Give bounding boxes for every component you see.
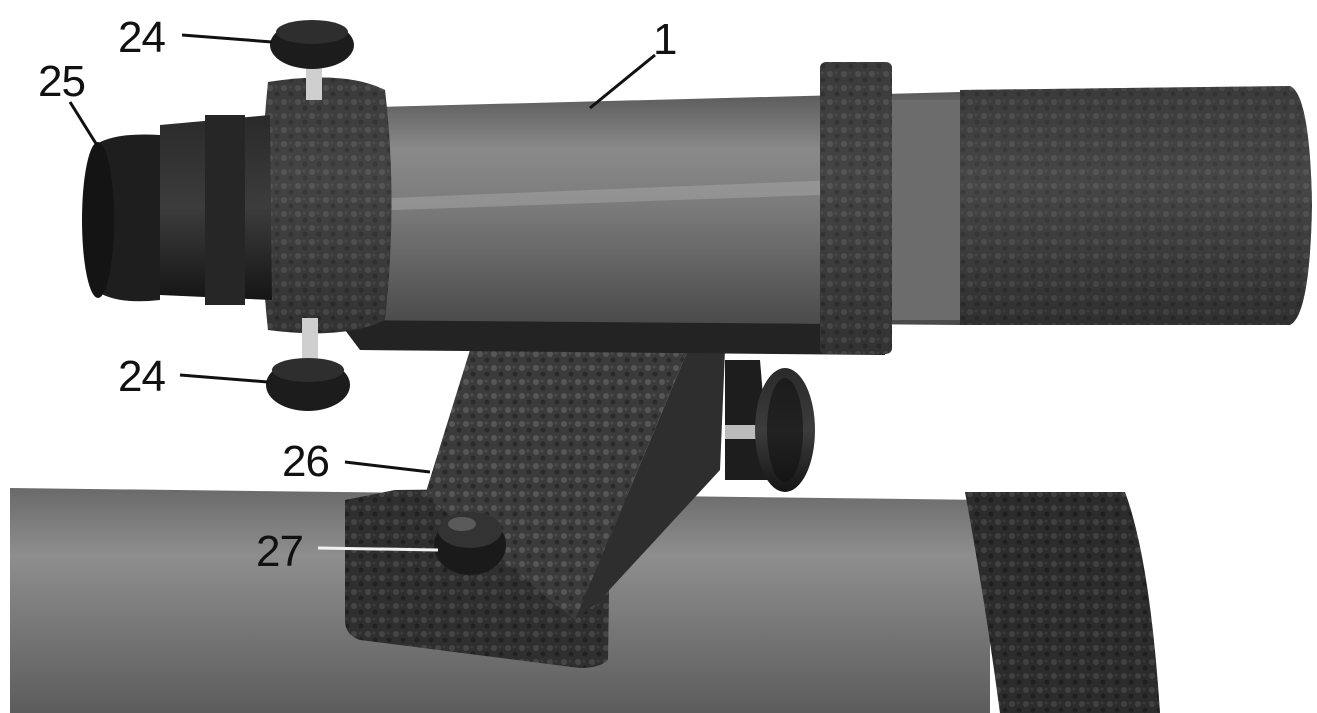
- leader-line-24-bottom: [179, 373, 269, 384]
- callout-1: 1: [653, 15, 678, 64]
- callout-26: 26: [282, 437, 330, 486]
- eyepiece-lens-rim: [82, 142, 114, 298]
- leader-line-1: [589, 53, 656, 110]
- leader-line-25: [68, 101, 102, 151]
- callout-25: 25: [38, 57, 86, 106]
- finder-tube: [335, 92, 960, 325]
- bottom-screw-shaft: [302, 318, 318, 364]
- callout-27: 27: [256, 527, 304, 576]
- eyepiece-collar: [205, 115, 245, 305]
- callout-24-bottom: 24: [118, 352, 166, 401]
- objective-dew-shield-shade: [960, 86, 1312, 325]
- bracket-upright: [425, 345, 690, 620]
- bracket-screw-top: [438, 512, 502, 548]
- finder-tube-highlight: [340, 175, 960, 212]
- tube-ring: [965, 492, 1160, 713]
- leader-line-24-top: [181, 33, 273, 44]
- tube-ring-shade: [965, 492, 1160, 713]
- leader-line-26: [344, 460, 431, 474]
- callout-24-top: 24: [118, 13, 166, 62]
- leader-line-27: [317, 546, 439, 552]
- bracket-side: [575, 345, 725, 620]
